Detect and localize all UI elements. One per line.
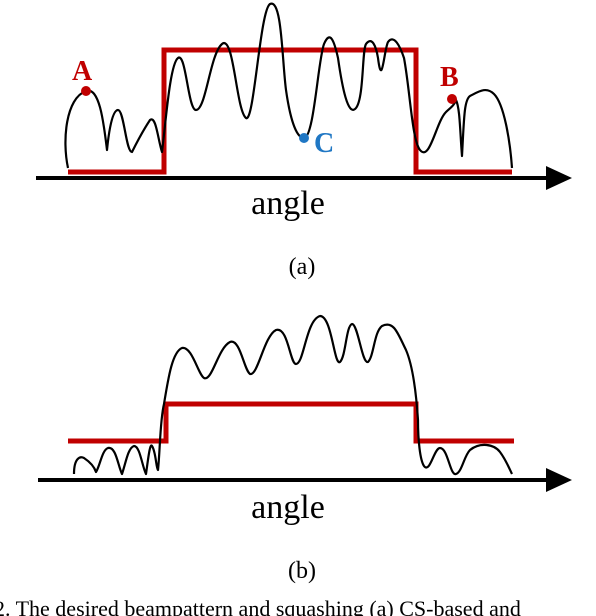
panel-b-caption: (b): [288, 558, 316, 584]
panel-b-axis-label: angle: [251, 489, 325, 526]
panel-b: angle (b): [38, 314, 572, 584]
panel-a: A B C angle (a): [36, 2, 572, 280]
panel-a-axis-label: angle: [251, 185, 325, 222]
panel-a-point-b: [447, 94, 457, 104]
panel-a-label-c: C: [314, 128, 334, 159]
panel-a-point-c: [299, 133, 309, 143]
panel-a-axis-arrowhead: [546, 166, 572, 190]
panel-b-axis-arrowhead: [546, 468, 572, 492]
figure-caption-fragment: 2. The desired beampattern and squashing…: [0, 596, 521, 616]
panel-a-label-a: A: [72, 56, 93, 87]
panel-b-actual-pattern: [72, 314, 513, 476]
panel-a-label-b: B: [440, 62, 459, 93]
panel-a-point-a: [81, 86, 91, 96]
panel-a-caption: (a): [289, 254, 316, 280]
panel-b-target-pattern: [68, 401, 514, 444]
panel-a-target-pattern: [68, 47, 512, 175]
